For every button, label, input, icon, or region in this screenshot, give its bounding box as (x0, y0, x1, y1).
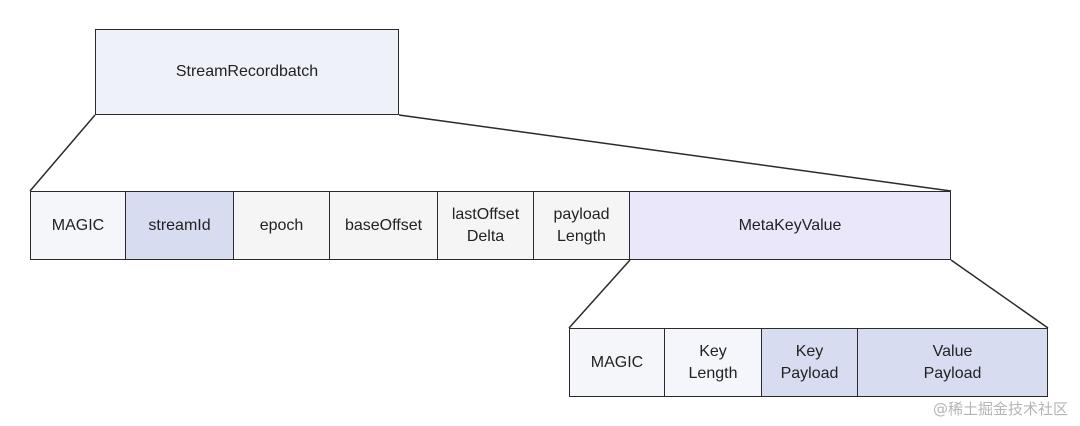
record-field-magic: MAGIC (30, 191, 126, 260)
record-field-payload-length: payload Length (534, 191, 630, 260)
meta-field-key-length-label: Key Length (688, 342, 738, 382)
watermark-text: @稀土掘金技术社区 (932, 400, 1068, 418)
stream-record-batch-label: StreamRecordbatch (175, 63, 319, 80)
record-field-magic-label: MAGIC (51, 216, 105, 234)
record-field-epoch-label: epoch (259, 216, 304, 234)
meta-field-value-payload-label: Value Payload (923, 342, 982, 382)
connector-meta-left (568, 259, 631, 329)
stream-record-batch-box: StreamRecordbatch (95, 29, 399, 115)
meta-field-key-payload: Key Payload (762, 328, 858, 397)
record-field-stream-id: streamId (126, 191, 234, 260)
connector-title-right (398, 114, 952, 192)
record-field-epoch: epoch (234, 191, 330, 260)
meta-field-value-payload: Value Payload (858, 328, 1048, 397)
meta-field-key-payload-label: Key Payload (780, 342, 839, 382)
meta-field-magic-label: MAGIC (590, 353, 644, 371)
connector-meta-right (950, 259, 1049, 329)
connector-title-left (29, 114, 96, 192)
record-field-last-offset-delta-label: lastOffset Delta (451, 205, 520, 245)
record-field-stream-id-label: streamId (148, 216, 211, 234)
record-field-meta-key-value: MetaKeyValue (630, 191, 951, 260)
meta-field-magic: MAGIC (569, 328, 665, 397)
record-field-payload-length-label: payload Length (553, 205, 610, 245)
record-field-base-offset: baseOffset (330, 191, 438, 260)
record-field-base-offset-label: baseOffset (344, 216, 423, 234)
record-field-last-offset-delta: lastOffset Delta (438, 191, 534, 260)
record-field-meta-key-value-label: MetaKeyValue (738, 216, 842, 234)
meta-field-key-length: Key Length (665, 328, 762, 397)
